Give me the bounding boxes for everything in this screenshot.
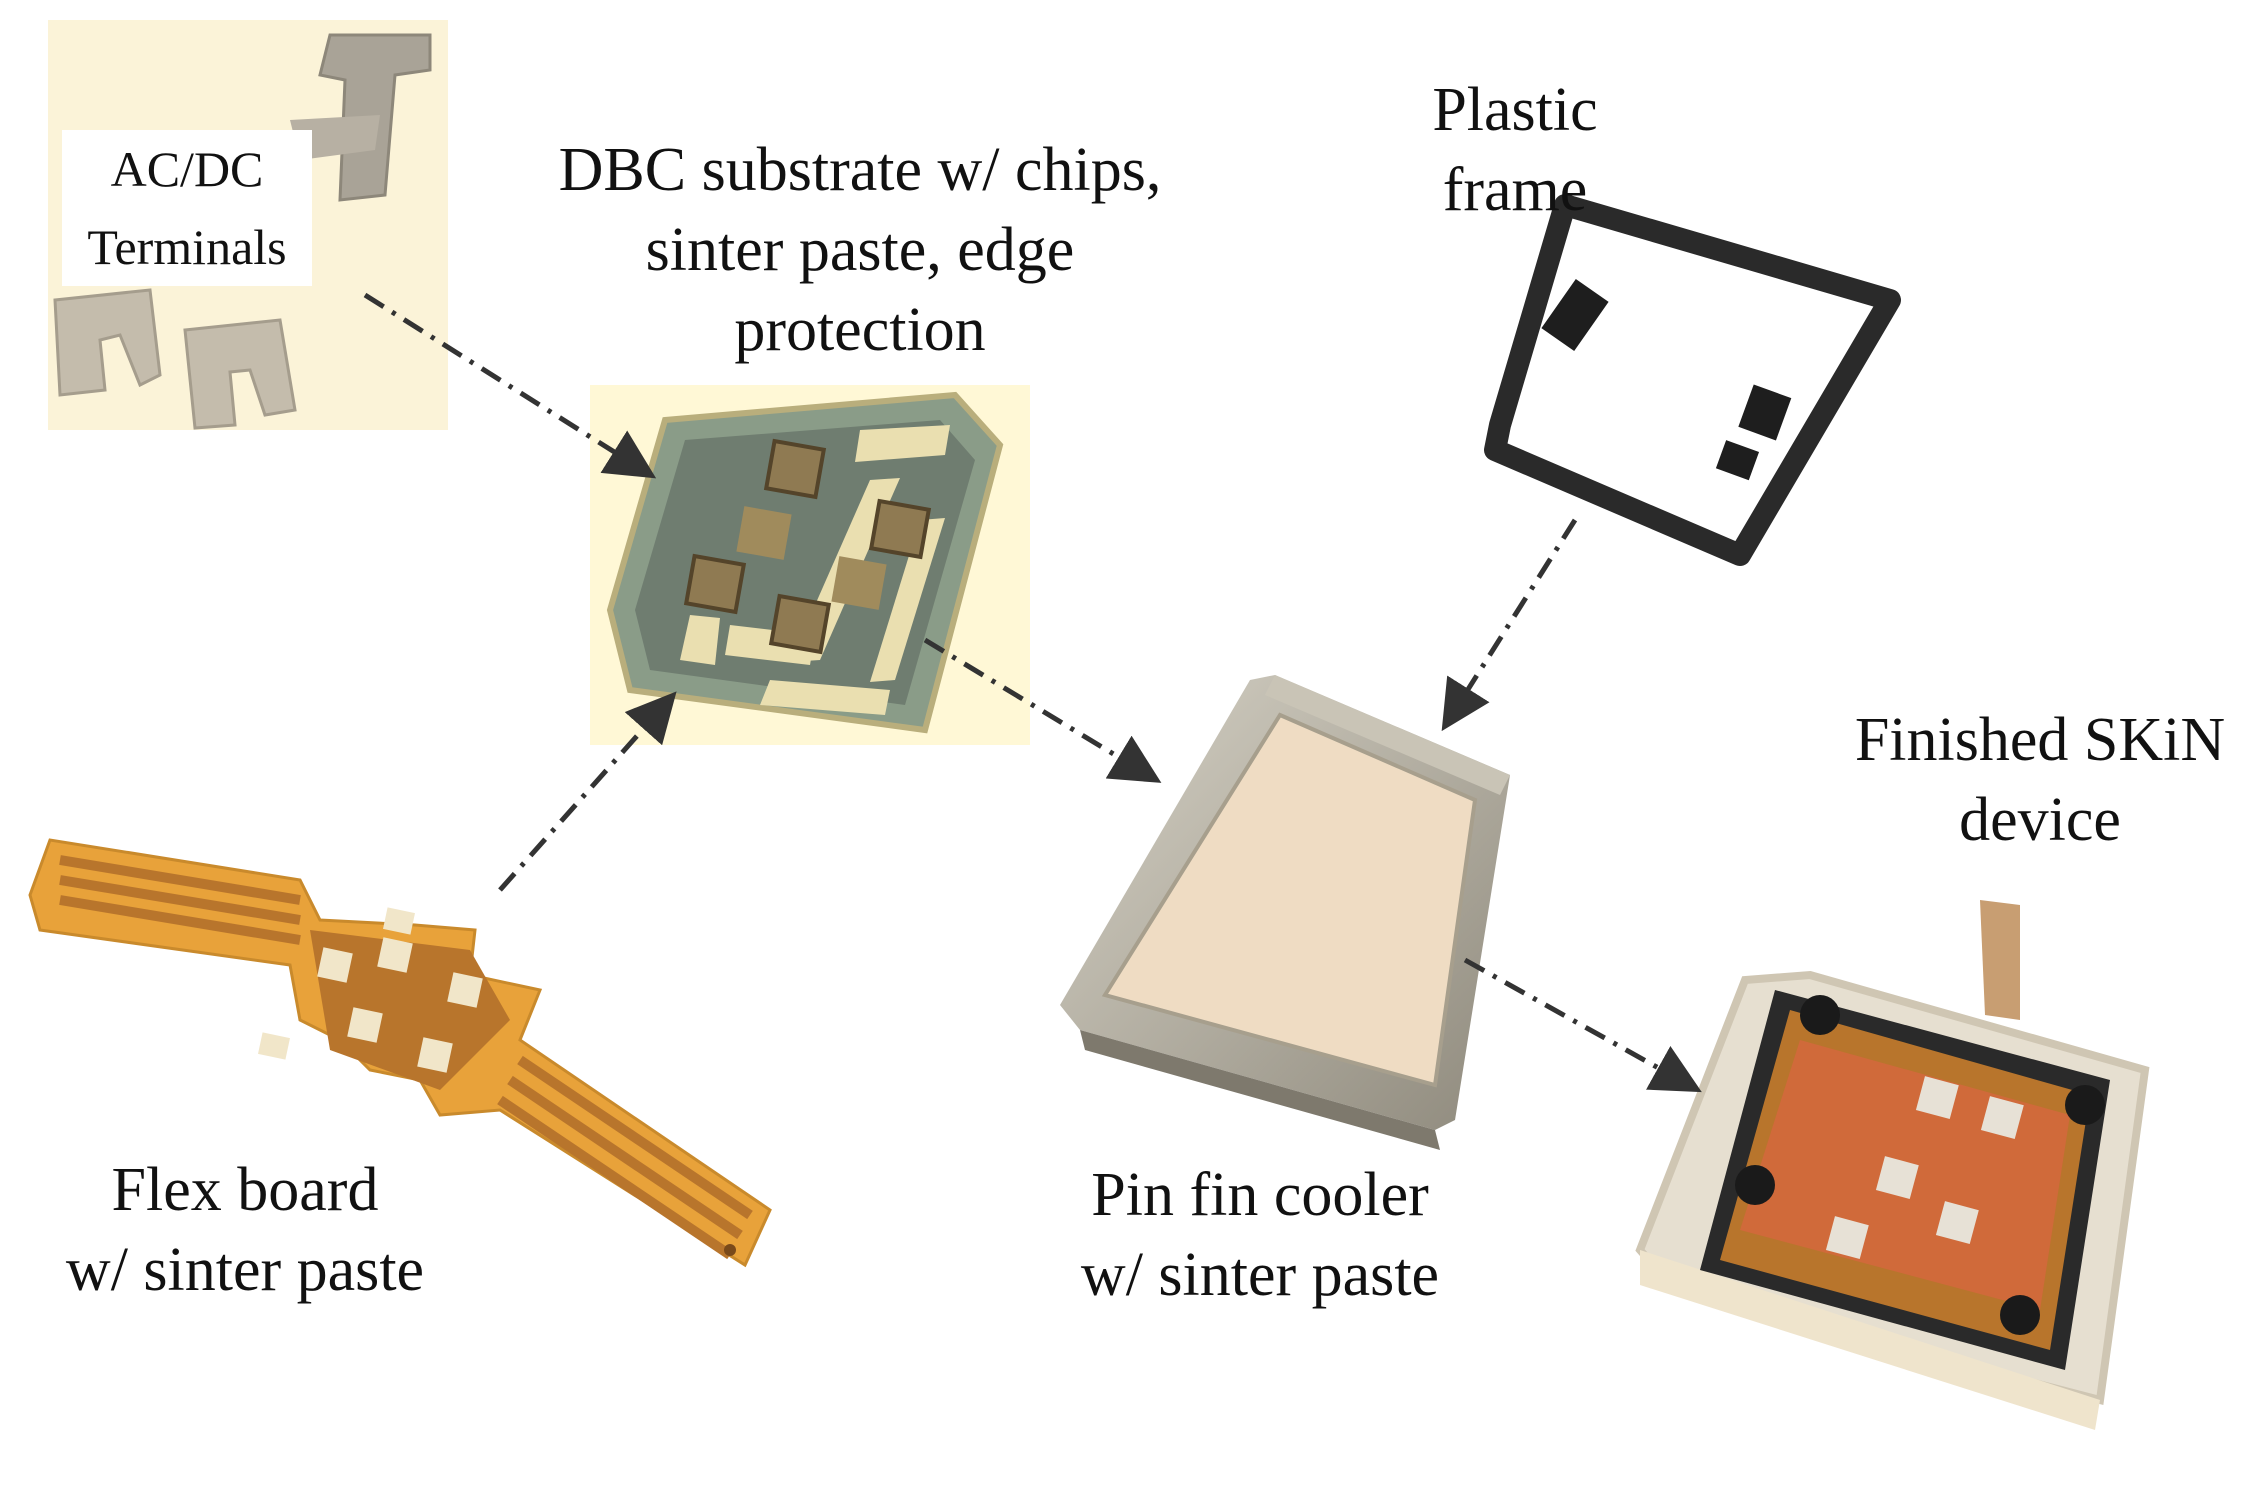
- label-ac-dc-terminals: AC/DC Terminals: [62, 130, 312, 286]
- label-terminals-line2: Terminals: [62, 208, 312, 286]
- label-dbc-substrate: DBC substrate w/ chips, sinter paste, ed…: [520, 130, 1200, 370]
- label-flex-line2: w/ sinter paste: [65, 1236, 425, 1304]
- arrow-terminals-to-dbc: [363, 292, 657, 479]
- label-plastic-frame: Plastic frame: [1380, 70, 1650, 230]
- assembly-arrows: [363, 292, 1702, 1093]
- label-terminals-line1: AC/DC: [92, 130, 282, 208]
- label-frame-line1: Plastic: [1432, 76, 1598, 144]
- label-frame-line2: frame: [1442, 156, 1588, 224]
- label-dbc-line3: protection: [734, 296, 986, 364]
- dbc-substrate-photo: [590, 385, 1030, 745]
- label-cooler-line2: w/ sinter paste: [1080, 1241, 1440, 1309]
- flex-board-photo: [28, 838, 772, 1268]
- label-finished-skin-device: Finished SKiN device: [1830, 700, 2250, 860]
- arrow-frame-to-cooler: [1441, 518, 1578, 732]
- label-flex-board: Flex board w/ sinter paste: [50, 1150, 440, 1310]
- label-cooler-line1: Pin fin cooler: [1091, 1161, 1429, 1229]
- plastic-frame-photo: [1484, 194, 1901, 566]
- label-finished-line1: Finished SKiN: [1854, 706, 2226, 774]
- arrow-dbc-to-cooler: [923, 637, 1162, 783]
- pin-fin-cooler-photo: [1060, 675, 1510, 1150]
- arrow-flex-to-dbc: [498, 691, 677, 892]
- label-dbc-line1: DBC substrate w/ chips,: [558, 136, 1162, 204]
- label-pin-fin-cooler: Pin fin cooler w/ sinter paste: [1040, 1155, 1480, 1315]
- label-dbc-line2: sinter paste, edge: [645, 216, 1075, 284]
- label-finished-line2: device: [1959, 786, 2121, 854]
- arrow-cooler-to-finished: [1463, 957, 1702, 1093]
- finished-device-photo: [1635, 900, 2150, 1430]
- label-flex-line1: Flex board: [111, 1156, 379, 1224]
